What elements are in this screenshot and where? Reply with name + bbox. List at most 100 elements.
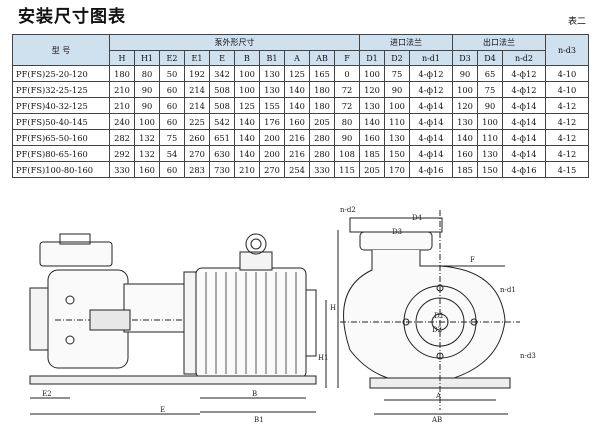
table-cell: 130: [359, 97, 385, 114]
table-cell: 4-ф12: [409, 81, 453, 98]
table-cell: 100: [234, 81, 260, 98]
column-header: E1: [184, 50, 210, 66]
table-cell: 140: [284, 81, 310, 98]
label-nd3: n-d3: [520, 352, 536, 360]
base-plate-side: [29, 375, 317, 385]
model-cell: PF(FS)25-20-120: [12, 65, 110, 82]
model-cell: PF(FS)100-80-160: [12, 161, 110, 178]
header-nd3: n-d3: [545, 34, 589, 66]
table-cell: 180: [309, 97, 335, 114]
table-cell: 140: [359, 113, 385, 130]
table-cell: 160: [359, 129, 385, 146]
column-header: D4: [477, 50, 503, 66]
table-cell: 4-ф14: [409, 97, 453, 114]
table-cell: 4-ф14: [409, 113, 453, 130]
table-cell: 90: [384, 81, 410, 98]
table-cell: 80: [134, 65, 160, 82]
table-cell: 4-12: [545, 97, 589, 114]
table-cell: 170: [384, 161, 410, 178]
page-title: 安装尺寸图表: [18, 7, 126, 27]
table-cell: 260: [184, 129, 210, 146]
column-header: D3: [452, 50, 478, 66]
column-header: H: [109, 50, 135, 66]
table-cell: 60: [159, 161, 185, 178]
table-cell: 4-ф16: [409, 161, 453, 178]
header-inlet-flange: 进口法兰: [359, 34, 453, 51]
table-cell: 50: [159, 65, 185, 82]
table-cell: 160: [284, 113, 310, 130]
header-model: 型 号: [12, 34, 110, 66]
table-cell: 140: [452, 129, 478, 146]
table-cell: 4-ф14: [502, 97, 546, 114]
table-cell: 4-ф14: [409, 145, 453, 162]
table-cell: 542: [209, 113, 235, 130]
table-cell: 90: [477, 97, 503, 114]
label-d3: D3: [392, 228, 402, 236]
table-cell: 210: [109, 97, 135, 114]
table-cell: 214: [184, 97, 210, 114]
table-cell: 192: [184, 65, 210, 82]
table-cell: 90: [452, 65, 478, 82]
table-cell: 176: [259, 113, 285, 130]
table-cell: 75: [477, 81, 503, 98]
table-cell: 132: [134, 129, 160, 146]
table-cell: 216: [284, 129, 310, 146]
table-cell: 125: [234, 97, 260, 114]
table-cell: 4-ф14: [502, 129, 546, 146]
label-e: E: [160, 406, 165, 414]
column-header: E: [209, 50, 235, 66]
table-cell: 130: [384, 129, 410, 146]
table-cell: 205: [309, 113, 335, 130]
header-pump-dimensions: 泵外形尺寸: [109, 34, 360, 51]
table-cell: 75: [159, 129, 185, 146]
table-cell: 155: [259, 97, 285, 114]
column-header: B: [234, 50, 260, 66]
table-cell: 330: [309, 161, 335, 178]
table-cell: 4-ф12: [502, 81, 546, 98]
table-cell: 200: [259, 145, 285, 162]
table-cell: 210: [109, 81, 135, 98]
table-cell: 130: [477, 145, 503, 162]
motor-side: [183, 233, 317, 379]
label-h1: H1: [318, 354, 329, 362]
column-header: D1: [359, 50, 385, 66]
column-header: E2: [159, 50, 185, 66]
label-d2: D2: [432, 326, 442, 334]
table-cell: 75: [384, 65, 410, 82]
table-cell: 90: [134, 81, 160, 98]
table-cell: 100: [477, 113, 503, 130]
table-cell: 280: [309, 145, 335, 162]
column-header: H1: [134, 50, 160, 66]
table-cell: 200: [259, 129, 285, 146]
table-number: 表二: [567, 17, 586, 27]
table-cell: 254: [284, 161, 310, 178]
model-cell: PF(FS)32-25-125: [12, 81, 110, 98]
table-cell: 60: [159, 81, 185, 98]
table-cell: 0: [334, 65, 360, 82]
table-cell: 72: [334, 97, 360, 114]
table-cell: 140: [234, 113, 260, 130]
table-cell: 651: [209, 129, 235, 146]
table-cell: 4-ф14: [409, 129, 453, 146]
label-b: B: [252, 390, 257, 398]
table-cell: 100: [384, 97, 410, 114]
table-cell: 240: [109, 113, 135, 130]
label-ab: AB: [431, 416, 442, 424]
table-cell: 100: [359, 65, 385, 82]
table-cell: 292: [109, 145, 135, 162]
table-cell: 4-ф16: [502, 161, 546, 178]
table-cell: 65: [477, 65, 503, 82]
table-cell: 54: [159, 145, 185, 162]
table-cell: 90: [134, 97, 160, 114]
table-cell: 100: [452, 81, 478, 98]
table-cell: 4-10: [545, 81, 589, 98]
table-cell: 120: [452, 97, 478, 114]
column-header: A: [284, 50, 310, 66]
table-cell: 110: [477, 129, 503, 146]
table-cell: 4-12: [545, 113, 589, 130]
table-cell: 125: [284, 65, 310, 82]
column-header: n-d2: [502, 50, 546, 66]
label-e2: E2: [42, 390, 52, 398]
